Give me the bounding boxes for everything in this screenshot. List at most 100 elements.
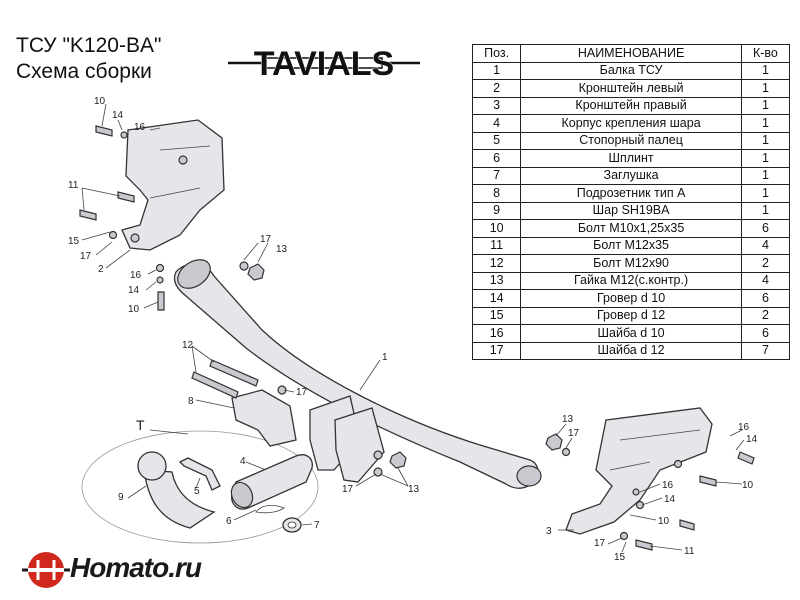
cell-quantity: 1 bbox=[740, 61, 791, 80]
cell-position: 12 bbox=[471, 254, 522, 273]
label-2: 2 bbox=[98, 264, 104, 275]
label-16: 16 bbox=[738, 422, 750, 433]
cell-quantity: 7 bbox=[740, 341, 791, 360]
label-10: 10 bbox=[658, 516, 670, 527]
label-16: 16 bbox=[130, 270, 142, 281]
label-8: 8 bbox=[188, 396, 194, 407]
column-header-quantity: К-во bbox=[740, 44, 791, 63]
label-1: 1 bbox=[382, 352, 388, 363]
cell-position: 2 bbox=[471, 79, 522, 98]
cell-quantity: 6 bbox=[740, 289, 791, 308]
plug-cap-center bbox=[287, 521, 297, 529]
cell-name: Кронштейн левый bbox=[520, 79, 742, 98]
cell-name: Шар SH19BA bbox=[520, 201, 742, 220]
label-10: 10 bbox=[128, 304, 140, 315]
label-5: 5 bbox=[194, 486, 200, 497]
logo-wordmark: TAVIALS bbox=[254, 45, 394, 83]
logo-h-icon bbox=[36, 560, 56, 580]
cell-name: Болт М12х35 bbox=[520, 236, 742, 255]
cell-name: Гровер d 10 bbox=[520, 289, 742, 308]
bolt bbox=[699, 475, 717, 487]
column-header-position: Поз. bbox=[471, 44, 522, 63]
cell-quantity: 1 bbox=[740, 114, 791, 133]
bracket-hole bbox=[130, 233, 140, 243]
washer bbox=[673, 459, 683, 469]
socket-holder bbox=[231, 389, 297, 447]
cell-name: Заглушка bbox=[520, 166, 742, 185]
bolt bbox=[79, 209, 97, 221]
label-4: 4 bbox=[240, 456, 246, 467]
label-15: 15 bbox=[68, 236, 80, 247]
tow-ball bbox=[137, 451, 167, 481]
cell-name: Болт М10х1,25х35 bbox=[520, 219, 742, 238]
bolt bbox=[679, 519, 695, 531]
right-bracket bbox=[565, 407, 713, 535]
cell-name: Корпус крепления шара bbox=[520, 114, 742, 133]
cell-name: Болт М12х90 bbox=[520, 254, 742, 273]
bolt bbox=[117, 191, 135, 203]
label-17: 17 bbox=[260, 234, 272, 245]
label-10: 10 bbox=[94, 96, 106, 107]
label-16: 16 bbox=[662, 480, 674, 491]
cell-name: Гровер d 12 bbox=[520, 306, 742, 325]
label-15: 15 bbox=[614, 552, 626, 563]
label-16: 16 bbox=[134, 122, 146, 133]
washer bbox=[239, 261, 249, 271]
label-11: 11 bbox=[68, 180, 79, 191]
beam-mounting-plate bbox=[334, 407, 385, 483]
cell-quantity: 1 bbox=[740, 79, 791, 98]
left-bracket-fold bbox=[149, 145, 211, 199]
locking-pin bbox=[178, 457, 221, 491]
label-13: 13 bbox=[408, 484, 420, 495]
cell-name: Шайба d 12 bbox=[520, 341, 742, 360]
label-17: 17 bbox=[296, 387, 308, 398]
cell-quantity: 6 bbox=[740, 219, 791, 238]
bolt bbox=[95, 125, 113, 137]
table-header-row: Поз. НАИМЕНОВАНИЕ К-во bbox=[471, 44, 791, 63]
cell-position: 3 bbox=[471, 96, 522, 115]
washer bbox=[632, 488, 640, 496]
cell-position: 11 bbox=[471, 236, 522, 255]
homato-logo bbox=[22, 552, 70, 588]
cell-quantity: 1 bbox=[740, 96, 791, 115]
label-14: 14 bbox=[128, 285, 140, 296]
homato-wordmark: Homato.ru bbox=[70, 552, 202, 583]
bolt bbox=[737, 451, 755, 465]
cell-position: 15 bbox=[471, 306, 522, 325]
label-t: T bbox=[136, 417, 145, 433]
beam-end-right bbox=[516, 465, 542, 487]
logo-band bbox=[265, 57, 383, 69]
bolt bbox=[157, 291, 165, 311]
cell-position: 13 bbox=[471, 271, 522, 290]
washer bbox=[635, 500, 645, 510]
washer bbox=[155, 263, 165, 273]
ball-assembly-outline bbox=[81, 430, 319, 544]
cell-position: 6 bbox=[471, 149, 522, 168]
housing-bore bbox=[230, 481, 254, 509]
long-bolt bbox=[209, 359, 259, 387]
cell-name: Гайка М12(с.контр.) bbox=[520, 271, 742, 290]
cell-position: 10 bbox=[471, 219, 522, 238]
product-code-title: ТСУ "K120-BA" bbox=[16, 34, 162, 57]
nut bbox=[389, 451, 407, 469]
cell-name: Шайба d 10 bbox=[520, 324, 742, 343]
cell-quantity: 1 bbox=[740, 166, 791, 185]
washer bbox=[120, 131, 128, 139]
cell-quantity: 4 bbox=[740, 236, 791, 255]
washer bbox=[108, 230, 118, 240]
cell-name: Подрозетник тип А bbox=[520, 184, 742, 203]
label-14: 14 bbox=[664, 494, 676, 505]
label-10: 10 bbox=[742, 480, 754, 491]
cell-position: 7 bbox=[471, 166, 522, 185]
